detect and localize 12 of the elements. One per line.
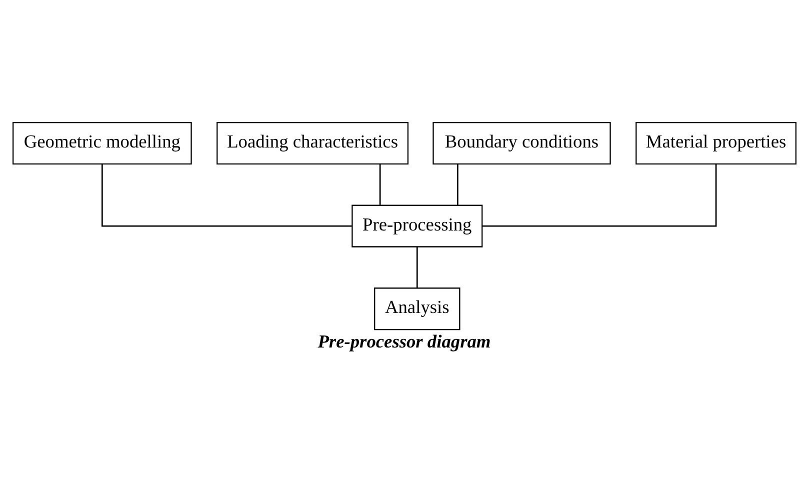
node-box: Loading characteristics (216, 122, 409, 164)
node-box: Geometric modelling (12, 122, 192, 164)
connector (416, 246, 418, 288)
connector (456, 164, 458, 204)
node-box: Analysis (374, 287, 460, 330)
connector (482, 164, 717, 226)
node-box: Material properties (636, 122, 796, 164)
node-box: Boundary conditions (432, 122, 611, 164)
node-box: Pre-processing (352, 204, 483, 247)
connector (379, 164, 381, 204)
caption: Pre-processor diagram (318, 331, 491, 352)
connector (101, 164, 352, 226)
